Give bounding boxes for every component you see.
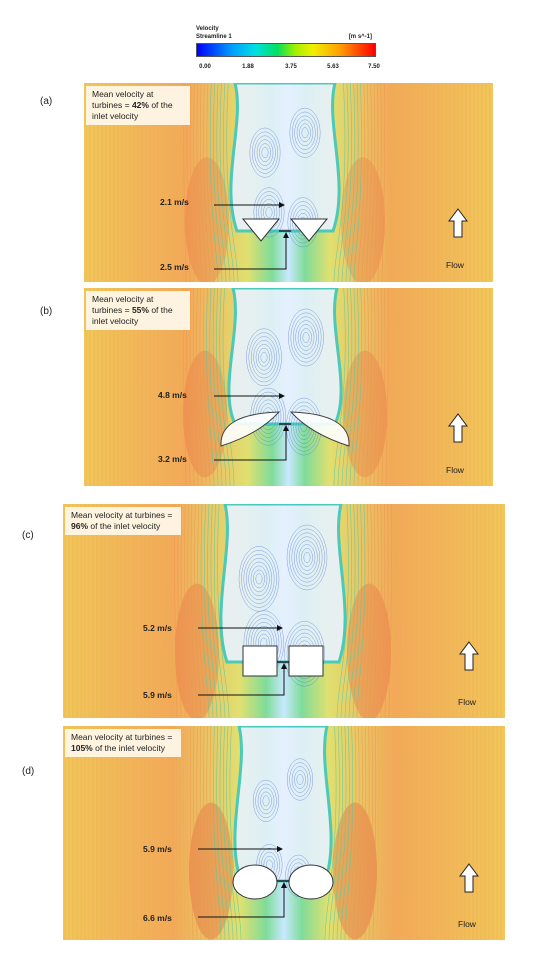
velocity-label-wake-b: 4.8 m/s [158,390,187,400]
panel-label-a: (a) [40,96,53,107]
panel-label-d: (d) [22,766,35,777]
mean-velocity-note-b: Mean velocity at turbines = 55% of the i… [86,291,190,330]
note-text: of the inlet velocity [92,305,173,326]
turbine-pair [232,864,334,900]
turbine-pair [220,411,350,447]
velocity-legend: Velocity Streamline 1 [m s^-1] 0.00 1.88… [196,26,380,76]
flow-panel-b [84,288,493,486]
flow-direction-arrow-icon [448,413,468,443]
streamline-plot [63,504,505,718]
note-text: Mean velocity at turbines = [92,89,154,110]
mean-velocity-note-a: Mean velocity at turbines = 42% of the i… [86,86,190,125]
streamlines [64,504,502,718]
velocity-label-gap-d: 6.6 m/s [143,913,172,923]
high-velocity-zone [189,802,233,940]
legend-tick: 1.88 [242,64,254,70]
panel-label-b: (b) [40,306,53,317]
wake-region [229,83,341,233]
annotation-arrows [198,846,287,918]
note-percent: 105% [71,743,93,753]
wake-region [233,726,333,883]
streamlines [85,83,491,282]
note-percent: 55% [131,305,149,315]
flow-direction-arrow-icon [459,863,479,893]
flow-direction-arrow-icon [459,641,479,671]
velocity-label-wake-a: 2.1 m/s [160,197,189,207]
note-percent: 96% [71,521,89,531]
mean-velocity-note-c: Mean velocity at turbines = 96% of the i… [65,507,181,535]
note-text: of the inlet velocity [92,100,173,121]
annotation-arrows [214,202,289,270]
flow-panel-a [84,83,493,282]
legend-subtitle: Streamline 1 [196,34,232,40]
legend-tick: 0.00 [199,64,211,70]
streamline-plot [63,726,505,940]
velocity-label-wake-d: 5.9 m/s [143,844,172,854]
legend-title: Velocity [196,26,219,32]
flow-panel-d [63,726,505,940]
legend-unit: [m s^-1] [348,34,372,40]
annotation-arrows [198,625,287,696]
legend-tick: 7.50 [368,64,380,70]
note-text: Mean velocity at turbines = [71,732,173,742]
annotation-arrows [214,393,289,461]
flow-label-c: Flow [458,697,476,707]
mean-velocity-note-d: Mean velocity at turbines = 105% of the … [65,729,181,757]
wake-region [219,504,347,664]
streamline-plot [84,288,493,486]
legend-colorbar [196,43,376,57]
streamline-plot [84,83,493,282]
note-text: Mean velocity at turbines = [92,294,154,315]
high-velocity-zone [333,802,377,940]
velocity-label-gap-a: 2.5 m/s [160,262,189,272]
note-text: Mean velocity at turbines = [71,510,173,520]
wake-region [227,288,343,426]
note-text: of the inlet velocity [88,521,161,531]
streamlines [64,726,502,940]
flow-direction-arrow-icon [448,208,468,238]
note-percent: 42% [131,100,149,110]
velocity-label-gap-b: 3.2 m/s [158,454,187,464]
velocity-label-gap-c: 5.9 m/s [143,690,172,700]
flow-label-a: Flow [446,260,464,270]
velocity-label-wake-c: 5.2 m/s [143,623,172,633]
note-text: of the inlet velocity [92,743,166,753]
turbine-pair [241,218,329,242]
legend-tick: 3.75 [285,64,297,70]
wake-vortices [249,107,321,248]
flow-label-b: Flow [446,465,464,475]
panel-label-c: (c) [22,530,34,541]
turbine-pair [242,645,324,677]
legend-tick: 5.63 [327,64,339,70]
flow-label-d: Flow [458,919,476,929]
flow-panel-c [63,504,505,718]
